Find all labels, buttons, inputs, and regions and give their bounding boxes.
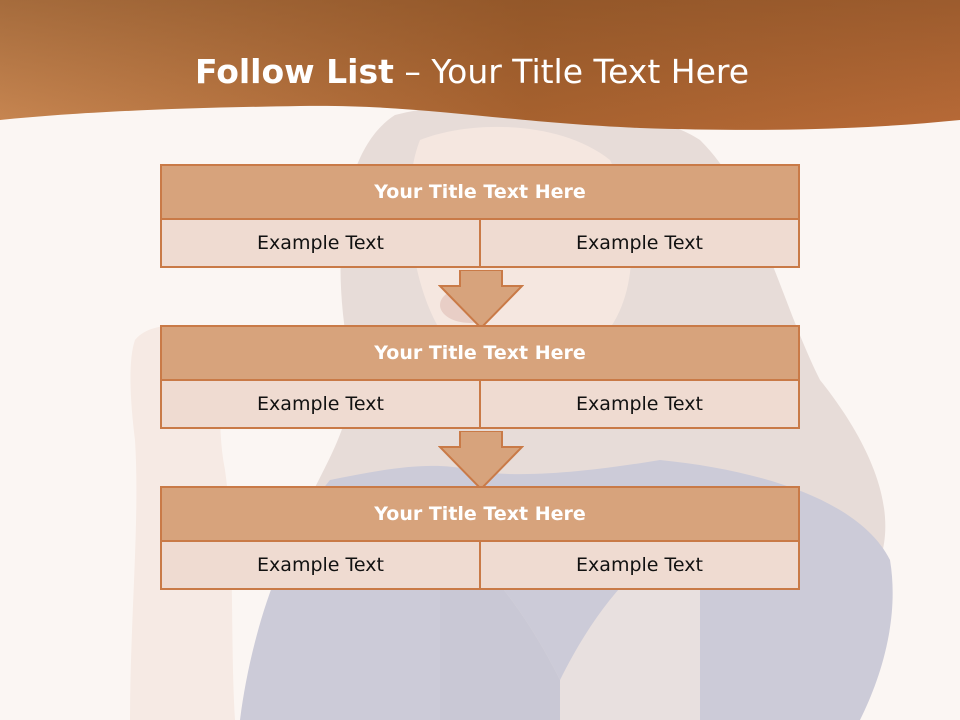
step-1-left-text: Example Text [160, 218, 481, 268]
header-banner [0, 0, 960, 130]
title-bold: Follow List [194, 52, 394, 91]
step-block-3: Your Title Text Here Example Text Exampl… [160, 486, 800, 590]
step-title-2: Your Title Text Here [160, 325, 800, 381]
step-row-3: Example Text Example Text [160, 540, 800, 590]
step-2-left-text: Example Text [160, 379, 481, 429]
step-row-2: Example Text Example Text [160, 379, 800, 429]
step-3-left-text: Example Text [160, 540, 481, 590]
step-block-1: Your Title Text Here Example Text Exampl… [160, 164, 800, 268]
down-arrow-icon [438, 270, 524, 330]
step-2-right-text: Example Text [479, 379, 800, 429]
step-1-right-text: Example Text [479, 218, 800, 268]
step-title-3: Your Title Text Here [160, 486, 800, 542]
step-title-1: Your Title Text Here [160, 164, 800, 220]
slide-title: Follow List – Your Title Text Here [0, 52, 944, 91]
step-row-1: Example Text Example Text [160, 218, 800, 268]
step-block-2: Your Title Text Here Example Text Exampl… [160, 325, 800, 429]
step-3-right-text: Example Text [479, 540, 800, 590]
title-rest: – Your Title Text Here [393, 52, 750, 91]
down-arrow-icon [438, 431, 524, 491]
